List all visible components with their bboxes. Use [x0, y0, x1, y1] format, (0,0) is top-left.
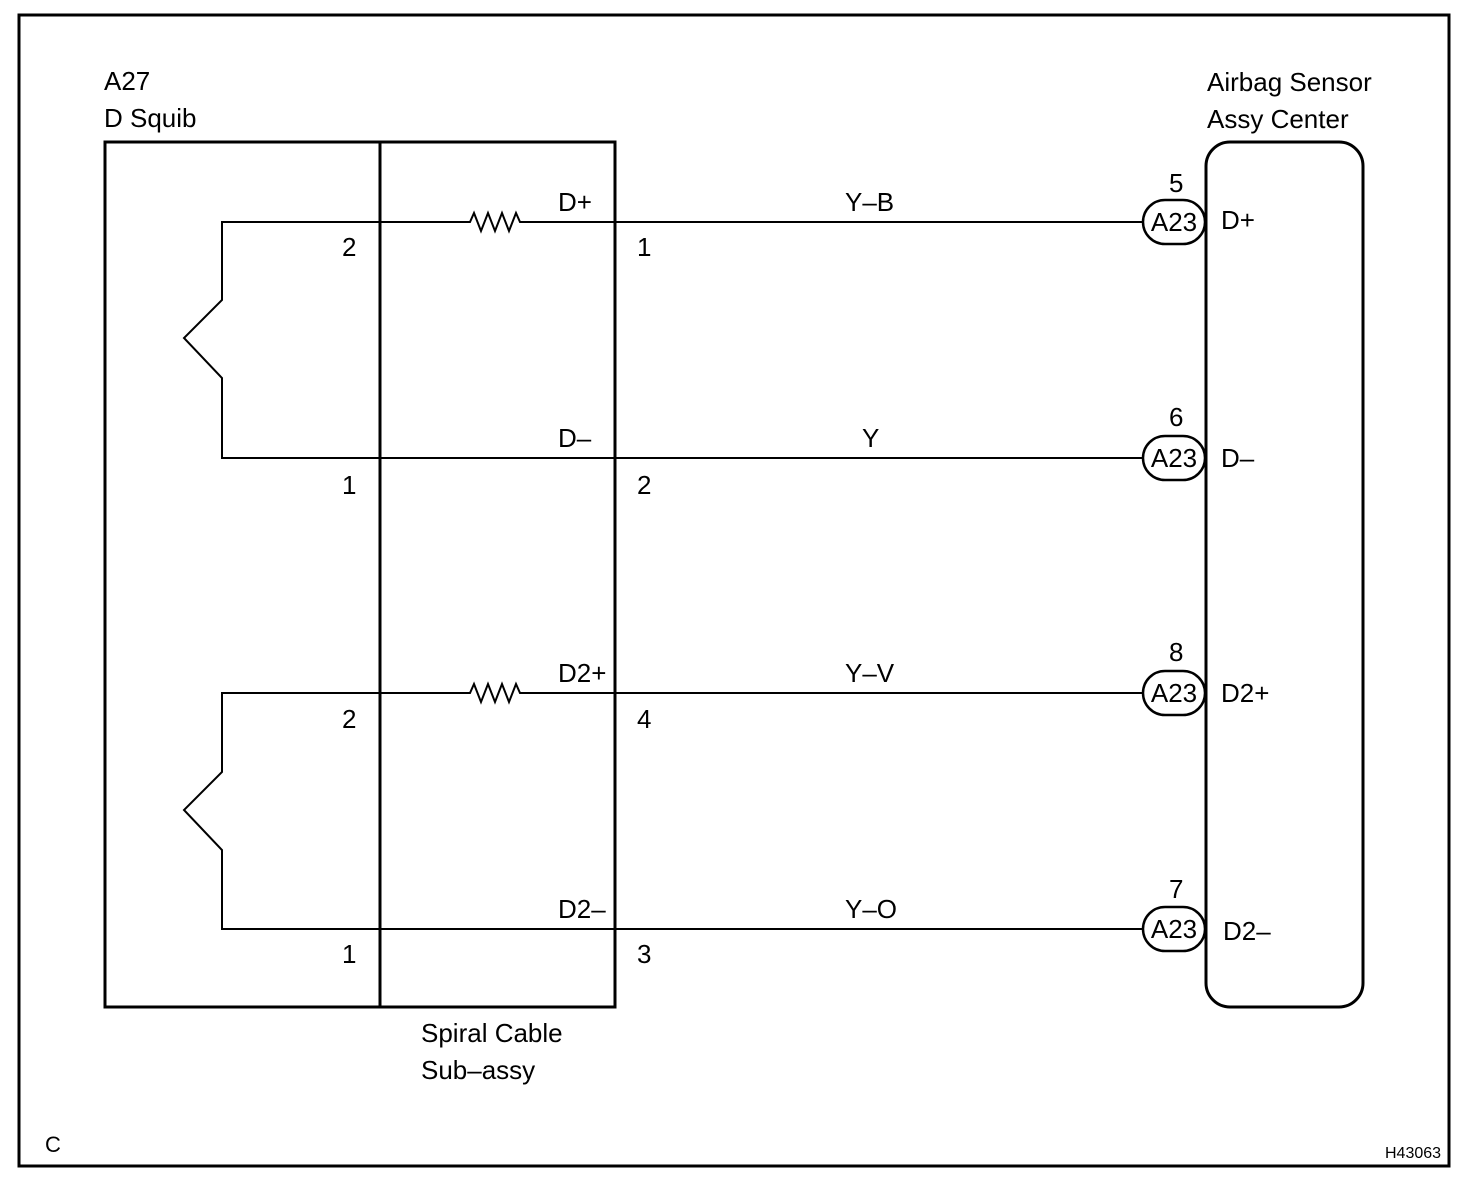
spiral-cable-name-line1: Spiral Cable	[421, 1018, 563, 1048]
squib-pin: 1	[342, 939, 356, 969]
squib-code: A27	[104, 66, 150, 96]
spiral-cable-pin: 2	[637, 470, 651, 500]
spiral-cable-box	[378, 140, 617, 1009]
connector-symbol	[1141, 198, 1207, 246]
airbag-sensor-name-line2: Assy Center	[1207, 104, 1349, 134]
connector-pin-number: 8	[1169, 637, 1183, 667]
squib-pin: 2	[342, 704, 356, 734]
wire-color-label: Y–O	[845, 894, 897, 924]
terminal-label: D2+	[1221, 678, 1269, 708]
spiral-cable-pin: 4	[637, 704, 651, 734]
wire-circuit-1-inner	[380, 210, 615, 234]
wire-color-label: Y	[862, 423, 879, 453]
terminal-label: D2–	[1223, 916, 1271, 946]
terminal-label: D+	[1221, 205, 1255, 235]
airbag-sensor-name-line1: Airbag Sensor	[1207, 67, 1372, 97]
signal-label: D2–	[558, 894, 606, 924]
connector-symbol	[1141, 905, 1207, 953]
squib-box	[103, 140, 382, 1009]
wire-color-label: Y–V	[845, 658, 895, 688]
squib-pin: 1	[342, 470, 356, 500]
signal-label: D2+	[558, 658, 606, 688]
spiral-cable-pin: 1	[637, 232, 651, 262]
connector-label: A23	[1151, 207, 1197, 237]
wire-circuit-3-inner	[380, 681, 615, 705]
connector-label: A23	[1151, 443, 1197, 473]
signal-label: D+	[558, 187, 592, 217]
squib-name: D Squib	[104, 103, 197, 133]
figure-id: H43063	[1385, 1145, 1441, 1162]
squib-pin: 2	[342, 232, 356, 262]
connector-symbol	[1141, 434, 1207, 482]
connector-pin-number: 5	[1169, 168, 1183, 198]
connector-pin-number: 6	[1169, 402, 1183, 432]
outer-frame	[17, 13, 1451, 1168]
connector-symbol	[1141, 669, 1207, 717]
connector-label: A23	[1151, 678, 1197, 708]
squib-element-lower	[182, 692, 380, 930]
connector-pin-number: 7	[1169, 874, 1183, 904]
squib-element-upper	[182, 221, 380, 459]
spiral-cable-pin: 3	[637, 939, 651, 969]
wire-color-label: Y–B	[845, 187, 894, 217]
signal-label: D–	[558, 423, 592, 453]
corner-letter: C	[45, 1132, 61, 1157]
airbag-sensor-box	[1204, 140, 1365, 1009]
terminal-label: D–	[1221, 443, 1255, 473]
spiral-cable-name-line2: Sub–assy	[421, 1055, 535, 1085]
connector-label: A23	[1151, 914, 1197, 944]
